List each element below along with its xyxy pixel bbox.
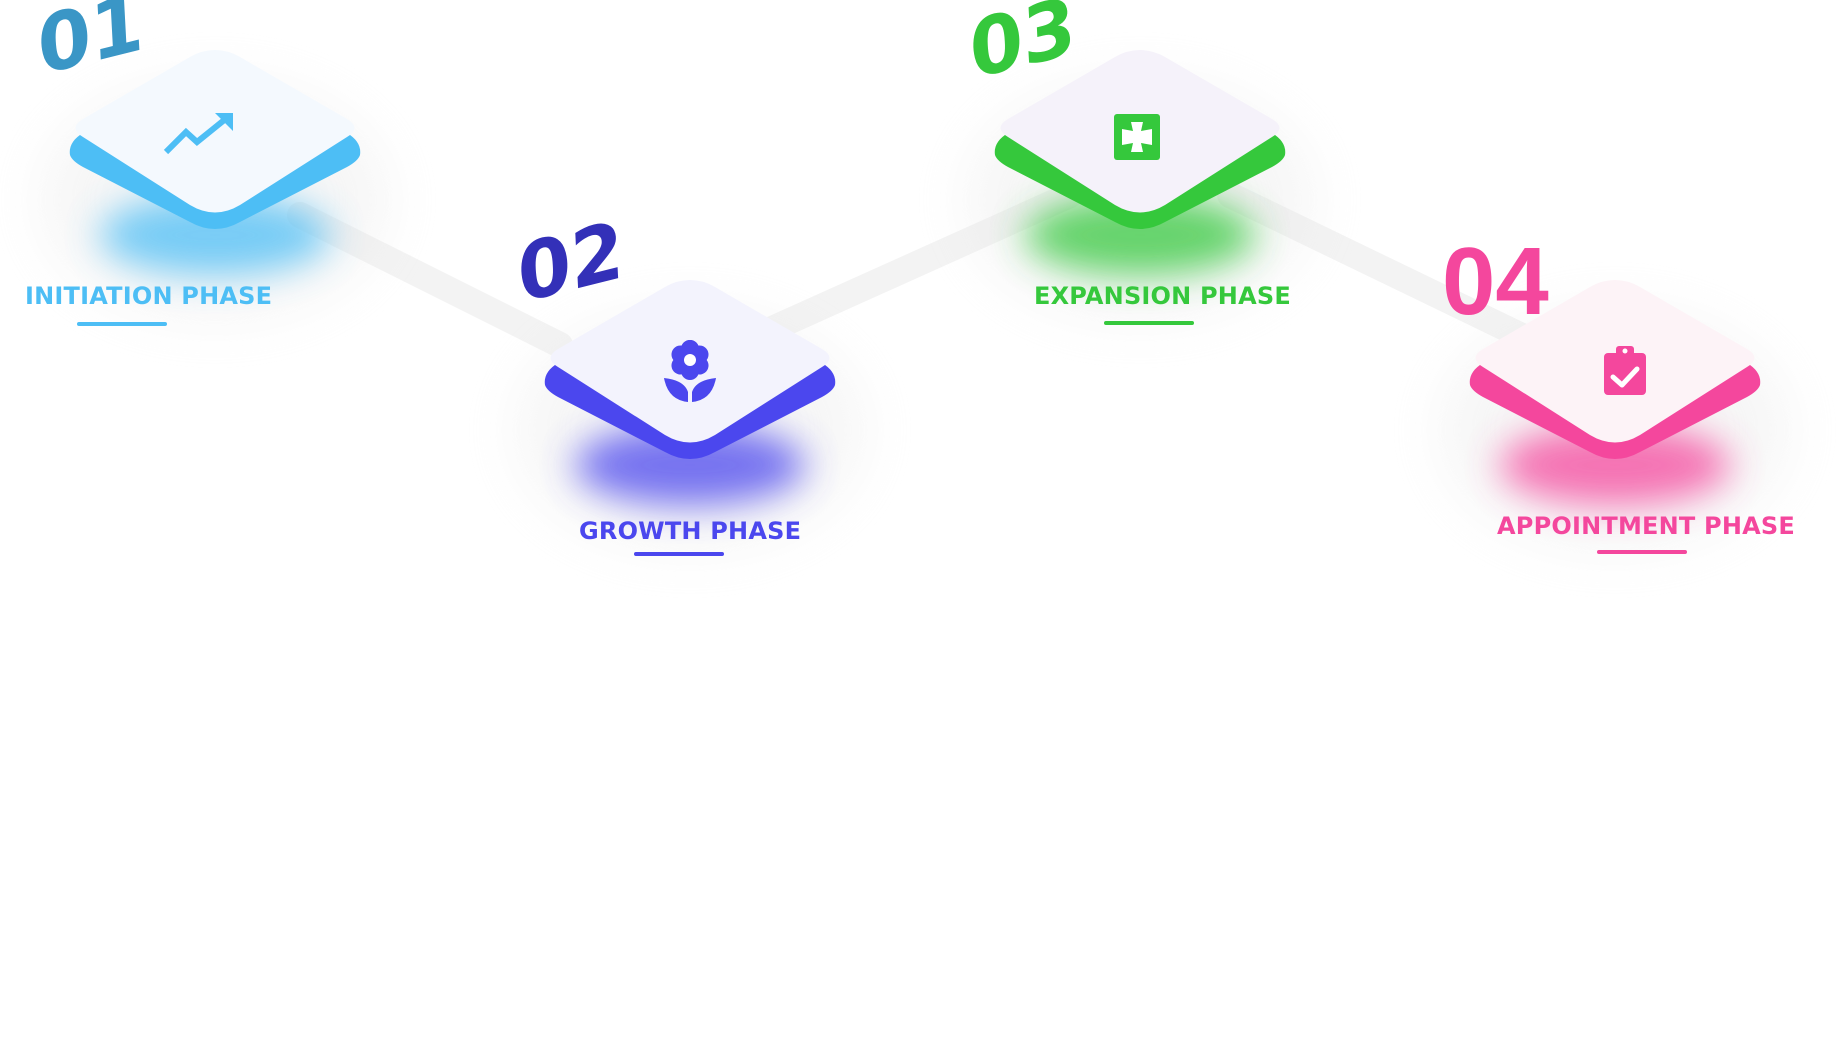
phase-label-2: GROWTH PHASE	[579, 517, 802, 545]
phase-label-3: EXPANSION PHASE	[1034, 282, 1291, 310]
phase-underline-1	[77, 322, 167, 326]
phase-tile-3	[965, 50, 1315, 320]
flower-icon	[664, 340, 716, 402]
clipboard-check-icon	[1604, 346, 1646, 395]
puzzle-cross-icon	[1114, 114, 1160, 160]
phase-tile-1	[40, 50, 390, 320]
tile-glow	[100, 195, 330, 275]
phase-underline-4	[1597, 550, 1687, 554]
phase-number-4: 04	[1442, 228, 1549, 335]
phase-label-1: INITIATION PHASE	[25, 282, 273, 310]
tile-glow	[1500, 425, 1730, 505]
phase-tile-2	[515, 280, 865, 550]
connector-lines	[287, 182, 1543, 358]
phase-label-4: APPOINTMENT PHASE	[1497, 512, 1795, 540]
phase-underline-3	[1104, 321, 1194, 325]
tile-glow	[575, 425, 805, 505]
tile-glow	[1025, 195, 1255, 275]
phase-tile-4	[1440, 280, 1790, 550]
trending-up-icon	[163, 113, 233, 155]
phase-underline-2	[634, 552, 724, 556]
